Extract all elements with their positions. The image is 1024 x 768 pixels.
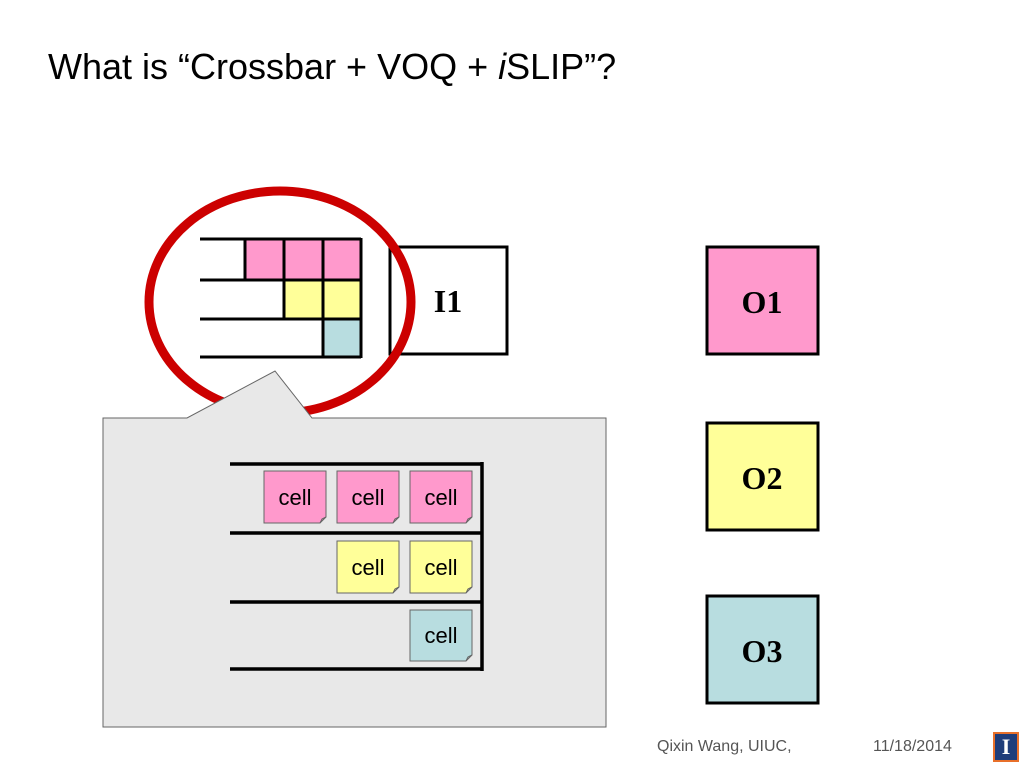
cell-o1-2: cell bbox=[336, 470, 400, 524]
callout-queues: cell cell cell cell cell cell bbox=[230, 462, 484, 671]
cell-o2-1: cell bbox=[336, 540, 400, 594]
mini-cell-o1-3 bbox=[323, 240, 361, 279]
cell-o1-3: cell bbox=[409, 470, 473, 524]
cell-label: cell bbox=[424, 623, 457, 648]
mini-cell-o1-2 bbox=[284, 240, 322, 279]
mini-voq bbox=[200, 237, 363, 359]
output-port-label: O3 bbox=[742, 633, 783, 669]
cell-label: cell bbox=[424, 485, 457, 510]
output-port-label: O2 bbox=[742, 460, 783, 496]
slide-title: What is “Crossbar + VOQ + iSLIP”? bbox=[48, 46, 616, 88]
cell-o2-2: cell bbox=[409, 540, 473, 594]
mini-cell-o2-1 bbox=[284, 281, 322, 319]
cell-label: cell bbox=[424, 555, 457, 580]
input-port-label: I1 bbox=[434, 283, 462, 319]
cell-label: cell bbox=[351, 485, 384, 510]
title-suffix: SLIP”? bbox=[506, 46, 617, 87]
cell-label: cell bbox=[278, 485, 311, 510]
mini-cell-o1-1 bbox=[245, 240, 283, 279]
cell-label: cell bbox=[351, 555, 384, 580]
cell-o3-1: cell bbox=[409, 609, 473, 662]
footer-author: Qixin Wang, UIUC, bbox=[657, 738, 792, 755]
mini-cell-o2-2 bbox=[323, 281, 361, 319]
mini-cell-o3-1 bbox=[323, 320, 361, 357]
university-logo: I bbox=[993, 732, 1019, 762]
footer-date: 11/18/2014 bbox=[873, 738, 952, 755]
output-port-o3: O3 bbox=[705, 594, 820, 705]
cell-o1-1: cell bbox=[263, 470, 327, 524]
output-port-o1: O1 bbox=[705, 245, 820, 356]
title-italic: i bbox=[498, 46, 507, 87]
title-prefix: What is “Crossbar + VOQ + bbox=[48, 46, 499, 87]
output-port-o2: O2 bbox=[705, 421, 820, 532]
output-port-label: O1 bbox=[742, 284, 783, 320]
